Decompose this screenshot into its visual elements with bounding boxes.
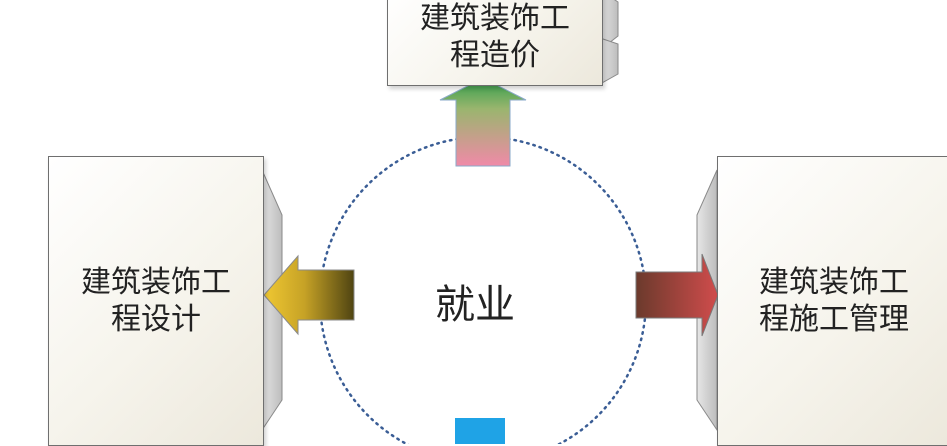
node-right-line1: 建筑装饰工 (759, 264, 909, 300)
bottom-block (455, 418, 505, 444)
node-top-line2: 程造价 (450, 38, 540, 73)
node-left-line1: 建筑装饰工 (81, 264, 231, 300)
node-left-line2: 程设计 (111, 302, 201, 337)
arrow-right (635, 253, 719, 337)
center-label: 就业 (435, 282, 515, 328)
node-top-line1: 建筑装饰工 (420, 0, 570, 36)
node-right-line2: 程施工管理 (759, 302, 909, 337)
node-left-design: 建筑装饰工 程设计 (48, 156, 264, 446)
arrow-up (439, 77, 527, 167)
node-right-management: 建筑装饰工 程施工管理 (717, 156, 947, 446)
arrow-left (263, 254, 355, 336)
node-top-cost: 建筑装饰工 程造价 (387, 0, 603, 86)
